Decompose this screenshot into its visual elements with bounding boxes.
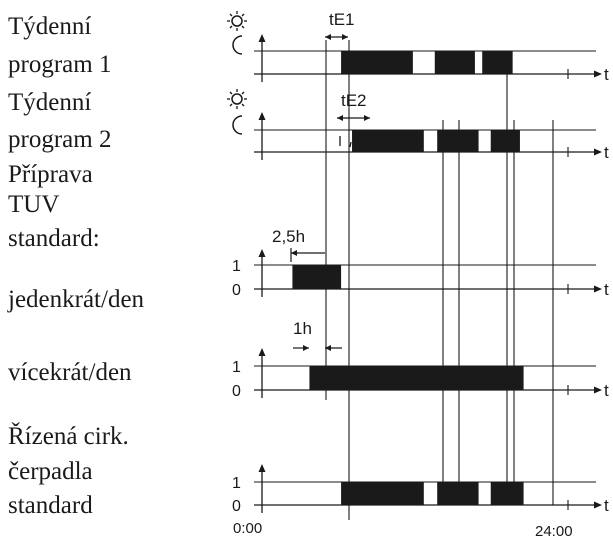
row-time-axis-arrow [594, 386, 602, 394]
active-interval-bar [437, 482, 479, 505]
row-y-axis-arrow [258, 464, 266, 472]
axis-t-label: t [604, 65, 609, 84]
label-dhw-line2: TUV [8, 191, 60, 218]
level-zero-label: 0 [232, 383, 241, 400]
row-y-axis-arrow [258, 249, 266, 257]
active-interval-bar [341, 482, 424, 505]
row-time-axis-arrow [594, 148, 602, 156]
te2-label: tE2 [341, 91, 367, 110]
marker-dash [349, 141, 352, 148]
label-pump-line3: standard [8, 492, 93, 519]
te2-arrowhead-right [364, 115, 370, 121]
row-y-axis-arrow [258, 112, 266, 120]
offset-once-arrowhead [291, 250, 297, 256]
te1-arrowhead-right [342, 34, 348, 40]
level-one-label: 1 [232, 258, 241, 275]
label-multi-per-day: vícekrát/den [8, 359, 132, 386]
label-dhw-line3: standard: [8, 225, 100, 252]
axis-t-label: t [604, 143, 609, 162]
active-interval-bar [341, 51, 413, 74]
label-dhw-line1: Příprava [8, 161, 93, 188]
level-one-label: 1 [232, 359, 241, 376]
moon-icon [232, 115, 243, 135]
te1-label: tE1 [329, 10, 355, 29]
axis-t-label: t [604, 496, 609, 515]
row-time-axis-arrow [594, 285, 602, 293]
label-weekly1-line2: program 1 [8, 51, 112, 78]
te1-arrowhead-left [325, 34, 331, 40]
row-time-axis-arrow [594, 70, 602, 78]
active-interval-bar [352, 130, 424, 152]
active-interval-bar [434, 51, 475, 74]
row-time-axis-arrow [594, 501, 602, 509]
active-interval-bar [490, 130, 520, 152]
offset-multi-label: 1h [293, 319, 312, 338]
label-once-per-day: jedenkrát/den [8, 286, 145, 313]
time-end-label: 24:00 [535, 523, 573, 540]
label-weekly1-line1: Týdenní [8, 13, 92, 40]
axis-t-label: t [604, 381, 609, 400]
te2-arrowhead-left [337, 115, 343, 121]
offset-multi-arrowhead-left [303, 345, 309, 351]
active-interval-bar [437, 130, 479, 152]
level-one-label: 1 [232, 475, 241, 492]
offset-multi-arrowhead-right [325, 345, 331, 351]
level-zero-label: 0 [232, 498, 241, 515]
sun-icon [227, 11, 247, 31]
active-interval-bar [309, 366, 524, 390]
moon-icon [232, 35, 243, 55]
axis-t-label: t [604, 280, 609, 299]
active-interval-bar [490, 482, 524, 505]
label-weekly2-line2: program 2 [8, 126, 112, 153]
label-pump-line1: Řízená cirk. [8, 423, 129, 450]
label-weekly2-line1: Týdenní [8, 89, 92, 116]
sun-icon [227, 89, 247, 109]
time-start-label: 0:00 [233, 520, 262, 537]
level-zero-label: 0 [232, 282, 241, 299]
offset-once-label: 2,5h [272, 227, 305, 246]
row-y-axis-arrow [258, 348, 266, 356]
active-interval-bar [482, 51, 513, 74]
row-y-axis-arrow [258, 34, 266, 42]
active-interval-bar [292, 265, 342, 289]
label-pump-line2: čerpadla [8, 458, 93, 485]
diagram-marks: t t t 1 0 t 1 0 t 1 0 [232, 34, 609, 520]
